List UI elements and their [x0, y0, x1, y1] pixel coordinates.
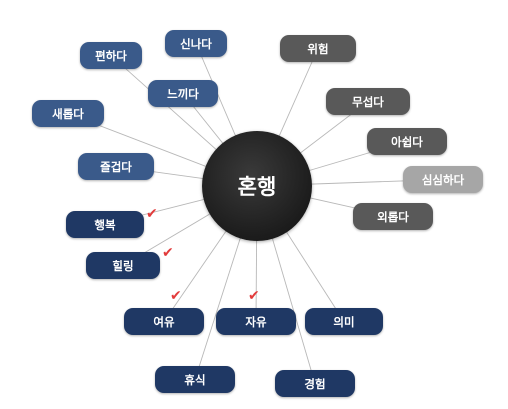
- word-node: 의미: [305, 308, 383, 335]
- word-node-label: 경험: [304, 376, 326, 391]
- word-node: 아쉽다: [367, 128, 447, 155]
- word-node-label: 느끼다: [167, 86, 199, 101]
- word-node: 심심하다: [403, 166, 483, 193]
- word-node: 휴식: [155, 366, 235, 393]
- word-node: 여유: [124, 308, 204, 335]
- word-node-label: 위험: [307, 41, 329, 56]
- word-node-label: 행복: [94, 217, 116, 232]
- word-node: 힐링: [86, 252, 160, 279]
- word-node: 외롭다: [353, 203, 433, 230]
- word-node-label: 자유: [245, 314, 267, 329]
- word-node-label: 심심하다: [421, 172, 465, 187]
- word-node: 행복: [66, 211, 144, 238]
- check-mark-icon: ✔: [170, 288, 182, 304]
- check-mark-icon: ✔: [248, 288, 260, 304]
- check-mark-icon: ✔: [146, 206, 158, 222]
- word-node-label: 즐겁다: [100, 159, 132, 174]
- word-node-label: 힐링: [112, 258, 134, 273]
- word-node-label: 의미: [333, 314, 355, 329]
- word-node-label: 휴식: [184, 372, 206, 387]
- word-node-label: 외롭다: [377, 209, 409, 224]
- word-node: 위험: [280, 35, 356, 62]
- word-node-label: 새롭다: [52, 106, 84, 121]
- check-mark-icon: ✔: [162, 245, 174, 261]
- word-node-label: 여유: [153, 314, 175, 329]
- word-node-label: 편하다: [95, 48, 127, 63]
- center-node: 혼행: [202, 131, 312, 241]
- center-label: 혼행: [237, 175, 277, 199]
- word-node: 자유: [216, 308, 296, 335]
- word-node: 즐겁다: [78, 153, 154, 180]
- word-node: 신나다: [165, 30, 227, 57]
- word-node-label: 신나다: [180, 36, 212, 51]
- word-node: 새롭다: [32, 100, 104, 127]
- word-node: 편하다: [80, 42, 142, 69]
- word-node: 경험: [275, 370, 355, 397]
- word-node: 무섭다: [326, 88, 410, 115]
- word-node: 느끼다: [148, 80, 218, 107]
- word-node-label: 아쉽다: [391, 134, 423, 149]
- word-node-label: 무섭다: [352, 94, 384, 109]
